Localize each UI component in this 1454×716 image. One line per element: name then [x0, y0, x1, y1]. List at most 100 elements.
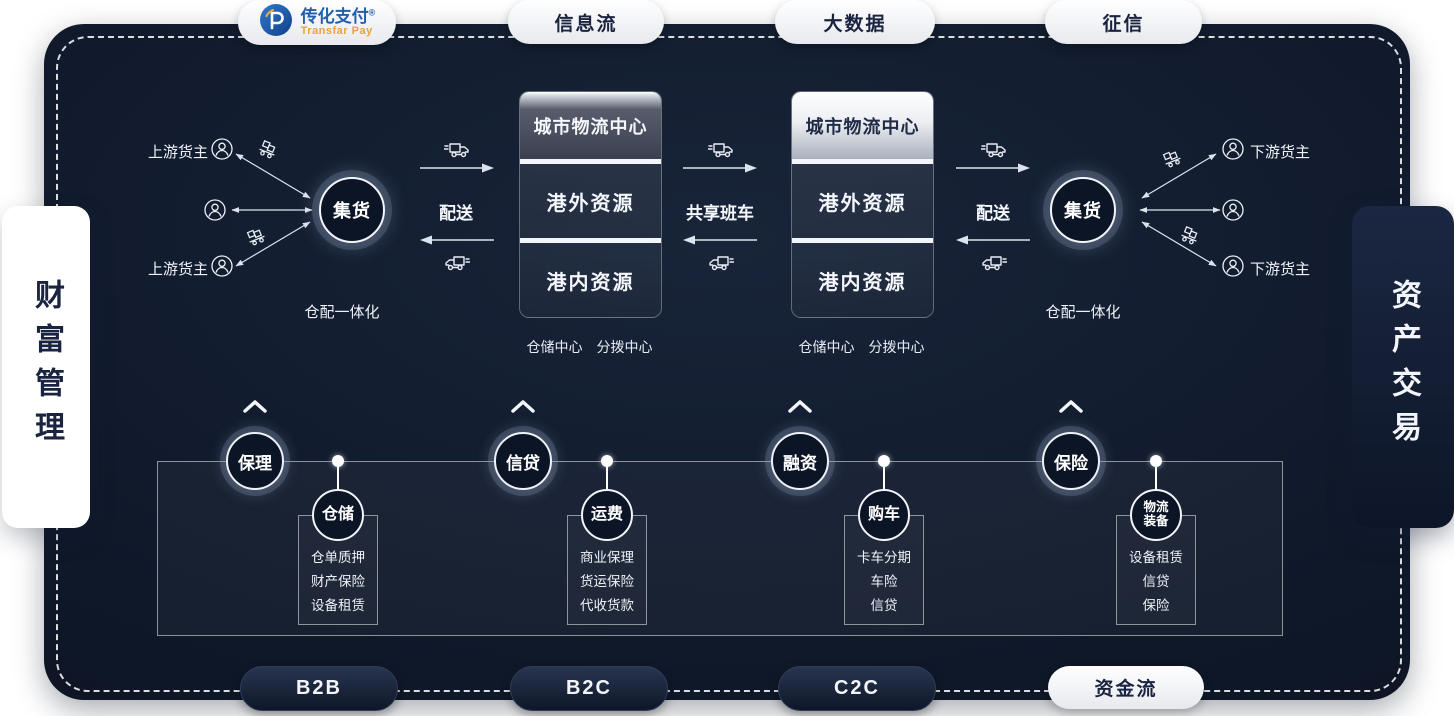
- list-item: 货运保险: [580, 574, 634, 589]
- transfar-pay-logo-icon: [259, 3, 293, 43]
- product-list-vehicle-purchase: 卡车分期 车险 信贷: [844, 515, 924, 625]
- truck-icon: [707, 141, 734, 164]
- shared-shuttle-label: 共享班车: [686, 204, 754, 223]
- collect-goods-node-left: 集货: [319, 177, 385, 243]
- list-item: 设备租赁: [311, 598, 365, 613]
- list-item: 仓单质押: [311, 550, 365, 565]
- chevron-up-icon: [242, 398, 268, 419]
- person-icon: [1222, 138, 1244, 165]
- person-icon: [211, 138, 233, 165]
- chevron-up-icon: [510, 398, 536, 419]
- list-item: 信贷: [1142, 574, 1170, 589]
- connector-dot: [1150, 455, 1162, 467]
- warehouse-distribution-label-left: 仓配一体化: [304, 304, 380, 321]
- box-separator: [520, 159, 661, 164]
- list-item: 车险: [870, 574, 898, 589]
- finance-products-panel: [157, 461, 1283, 636]
- product-node-freight: 运费: [581, 489, 633, 541]
- service-node-financing: 融资: [771, 432, 829, 490]
- service-node-credit: 信贷: [494, 432, 552, 490]
- warehouse-center-label: 仓储中心: [526, 339, 583, 355]
- outside-port-resources: 港外资源: [546, 192, 635, 215]
- arrow-left: [683, 235, 757, 245]
- tab-b2c[interactable]: B2C: [510, 666, 668, 711]
- cargo-cart-icon: [1175, 224, 1204, 253]
- list-item: 商业保理: [580, 550, 634, 565]
- truck-icon: [980, 141, 1007, 164]
- person-icon: [1222, 199, 1244, 226]
- product-list-warehousing: 仓单质押 财产保险 设备租赁: [298, 515, 378, 625]
- delivery-label-left: 配送: [439, 204, 473, 223]
- box-separator: [792, 238, 933, 243]
- truck-icon: [444, 254, 471, 277]
- connector-line: [606, 467, 608, 490]
- list-item: 代收货款: [580, 598, 634, 613]
- arrow-right: [420, 163, 494, 173]
- service-node-insurance: 保险: [1042, 432, 1100, 490]
- list-item: 信贷: [870, 598, 898, 613]
- inside-port-resources: 港内资源: [546, 271, 635, 294]
- product-list-freight: 商业保理 货运保险 代收货款: [567, 515, 647, 625]
- tab-credit-reporting[interactable]: 征信: [1045, 0, 1202, 44]
- product-node-logistics-equipment: 物流 装备: [1130, 489, 1182, 541]
- tab-big-data[interactable]: 大数据: [775, 0, 935, 44]
- cargo-cart-icon: [1159, 147, 1188, 176]
- box-left-footer: 仓储中心 分拨中心: [509, 337, 670, 357]
- tab-information-flow[interactable]: 信息流: [508, 0, 664, 44]
- product-label-line: 物流: [1143, 500, 1169, 515]
- asset-trading-label: 资产交易: [1387, 279, 1420, 455]
- tab-b2b[interactable]: B2B: [240, 666, 398, 711]
- tab-c2c[interactable]: C2C: [778, 666, 936, 711]
- sorting-center-label: 分拨中心: [596, 339, 653, 355]
- collect-goods-node-right: 集货: [1050, 177, 1116, 243]
- logo-title: 传化支付®: [300, 6, 376, 26]
- connector-line: [1155, 467, 1157, 490]
- upstream-owner-top-label: 上游货主: [148, 144, 209, 161]
- left-fan-arrows: [231, 153, 313, 267]
- warehouse-center-label: 仓储中心: [798, 339, 855, 355]
- service-node-factoring: 保理: [226, 432, 284, 490]
- wealth-management-label: 财富管理: [30, 279, 63, 455]
- logo-subtitle: Transfar Pay: [300, 24, 373, 37]
- truck-icon: [708, 254, 735, 277]
- connector-dot: [332, 455, 344, 467]
- box-separator: [792, 159, 933, 164]
- inside-port-resources: 港内资源: [818, 271, 907, 294]
- city-logistics-center-box-right: 城市物流中心 港外资源 港内资源: [791, 91, 934, 318]
- chevron-up-icon: [787, 398, 813, 419]
- truck-icon: [981, 254, 1008, 277]
- connector-line: [337, 467, 339, 490]
- upstream-owner-bottom-label: 上游货主: [148, 261, 209, 278]
- downstream-owner-top-label: 下游货主: [1250, 144, 1311, 161]
- city-box-header: 城市物流中心: [520, 92, 661, 159]
- product-node-vehicle-purchase: 购车: [858, 489, 910, 541]
- tab-capital-flow[interactable]: 资金流: [1048, 666, 1204, 709]
- cargo-cart-icon: [253, 138, 282, 167]
- sorting-center-label: 分拨中心: [868, 339, 925, 355]
- arrow-right: [683, 163, 757, 173]
- person-icon: [204, 199, 226, 226]
- list-item: 设备租赁: [1129, 550, 1183, 565]
- arrow-left: [420, 235, 494, 245]
- list-item: 财产保险: [311, 574, 365, 589]
- list-item: 卡车分期: [857, 550, 911, 565]
- list-item: 保险: [1142, 598, 1170, 613]
- main-panel: [44, 24, 1410, 700]
- box-right-footer: 仓储中心 分拨中心: [781, 337, 942, 357]
- asset-trading-card: 资产交易: [1352, 206, 1454, 528]
- person-icon: [211, 255, 233, 282]
- product-label-line: 装备: [1143, 514, 1169, 528]
- logo-tab[interactable]: 传化支付® Transfar Pay: [238, 0, 396, 45]
- arrow-right: [956, 163, 1030, 173]
- delivery-label-right: 配送: [976, 204, 1010, 223]
- chevron-up-icon: [1058, 398, 1084, 419]
- truck-icon: [443, 141, 470, 164]
- connector-line: [883, 467, 885, 490]
- city-logistics-center-box-left: 城市物流中心 港外资源 港内资源: [519, 91, 662, 318]
- connector-dot: [878, 455, 890, 467]
- city-box-header: 城市物流中心: [792, 92, 933, 159]
- arrow-left: [956, 235, 1030, 245]
- cargo-cart-icon: [243, 225, 272, 254]
- downstream-owner-bottom-label: 下游货主: [1250, 261, 1311, 278]
- warehouse-distribution-label-right: 仓配一体化: [1045, 304, 1121, 321]
